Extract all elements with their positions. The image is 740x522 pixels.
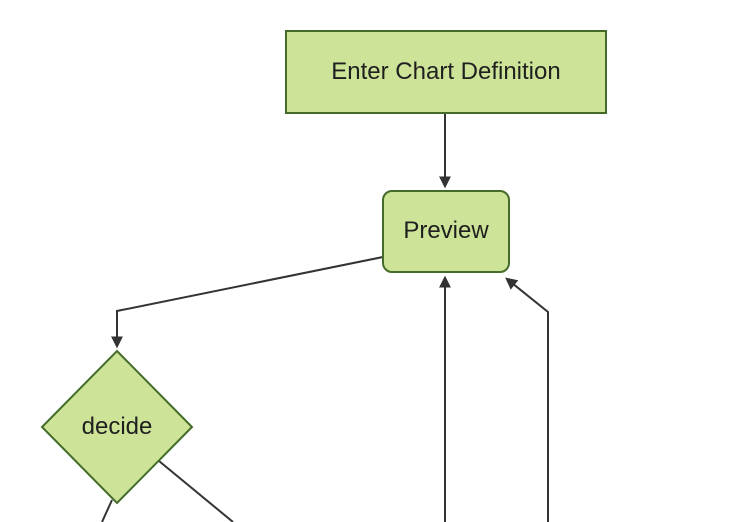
edge-decide-to-offscreen-right	[158, 460, 234, 522]
node-decide[interactable]: decide	[42, 351, 192, 503]
node-enter-chart-definition[interactable]: Enter Chart Definition	[285, 30, 607, 114]
edge-preview-to-decide	[111, 256, 384, 349]
node-decide-label: decide	[81, 413, 153, 440]
node-preview[interactable]: Preview	[382, 190, 510, 273]
node-enter-chart-definition-label: Enter Chart Definition	[331, 57, 561, 85]
edge-bottom-right-to-preview	[505, 277, 549, 522]
node-preview-label: Preview	[403, 217, 489, 245]
decision-diamond-shape[interactable]	[40, 349, 194, 505]
edge-decide-to-offscreen-left	[101, 499, 113, 522]
